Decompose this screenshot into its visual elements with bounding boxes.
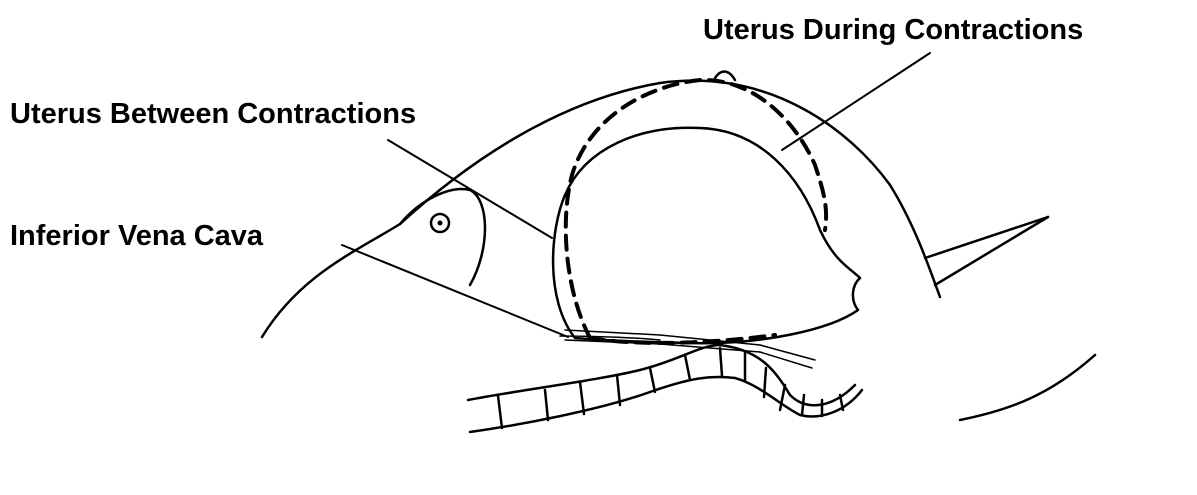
body-back-outline xyxy=(262,224,400,337)
label-inferior-vena-cava: Inferior Vena Cava xyxy=(10,222,263,251)
navel-inner xyxy=(438,221,443,226)
uterus-during-outline xyxy=(566,80,826,338)
label-uterus-during-contractions: Uterus During Contractions xyxy=(703,16,1083,45)
pointer-vena-cava xyxy=(342,245,568,337)
label-uterus-between-contractions: Uterus Between Contractions xyxy=(10,100,416,129)
pointer-uterus-during xyxy=(782,53,930,150)
fundus-notch xyxy=(715,72,735,81)
leg-upper-line xyxy=(925,217,1048,258)
navel-bump-outline xyxy=(400,189,485,285)
leg-lower-line xyxy=(935,217,1048,285)
spine xyxy=(468,345,862,432)
leg-lower-outline xyxy=(960,355,1095,420)
pointer-uterus-between xyxy=(388,140,552,238)
abdomen-outline xyxy=(400,81,940,297)
